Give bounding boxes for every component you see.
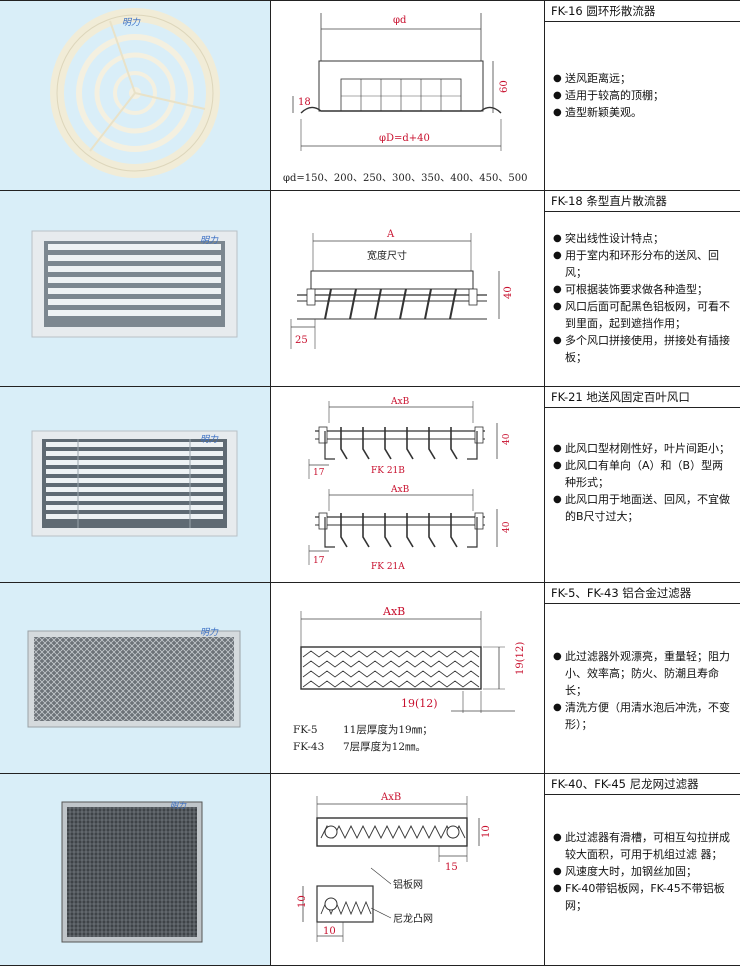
note-desc: 7层厚度为12㎜。 <box>343 741 427 753</box>
dim-40: 40 <box>503 286 514 299</box>
product-photo-fk21: 明力 <box>0 387 271 582</box>
product-row-fk16: 明力 φd 18 60 <box>0 0 740 191</box>
dim-AxB: AxB <box>382 605 405 618</box>
note-desc: 11层厚度为19㎜； <box>343 724 433 736</box>
fk18-drawing: A 宽度尺寸 40 25 <box>290 229 514 349</box>
note-model: FK-5 <box>293 724 318 736</box>
round-diffuser-image: 明力 <box>50 8 220 178</box>
feature-item: 此风口有单向（A）和（B）型两种形式； <box>553 457 734 491</box>
feature-item: 此风口用于地面送、回风，不宜做的B尺寸过大； <box>553 491 734 525</box>
brand-logo: 明力 <box>200 434 219 445</box>
feature-item: 多个风口拼接使用，拼接处有插接板； <box>553 332 734 366</box>
brand-logo: 明力 <box>122 17 141 28</box>
label-aluminum-mesh: 铝板网 <box>393 878 423 891</box>
feature-list-fk40: 此过滤器有滑槽，可相互勾拉拼成较大面积，可用于机组过滤 器； 风速度大时，加钢丝… <box>545 795 740 914</box>
dim-15: 15 <box>445 862 458 873</box>
feature-item: 用于室内和环形分布的送风、回 风； <box>553 247 734 281</box>
fk5-drawing: AxB 19(12) 19(12) <box>300 605 526 713</box>
dim-10-bottom: 10 <box>323 926 336 937</box>
floor-grille-image: 明力 <box>31 430 238 537</box>
dim-18: 18 <box>298 97 311 108</box>
fk5-note: FK-5 11层厚度为19㎜； <box>293 722 433 737</box>
spec-panel-fk40: FK-40、FK-45 尼龙网过滤器 此过滤器有滑槽，可相互勾拉拼成较大面积，可… <box>545 774 740 965</box>
feature-item: 此风口型材刚性好，叶片间距小； <box>553 440 734 457</box>
feature-list-fk18: 突出线性设计特点； 用于室内和环形分布的送风、回 风； 可根据装饰要求做各种造型… <box>545 212 740 366</box>
dim-25: 25 <box>295 335 308 346</box>
dim-60: 60 <box>499 80 510 93</box>
spec-panel-fk5: FK-5、FK-43 铝合金过滤器 此过滤器外观漂亮，重量轻；阻力小、效率高；防… <box>545 583 740 773</box>
dim-phi-D: φD=d+40 <box>379 133 430 144</box>
feature-item: 此过滤器外观漂亮，重量轻；阻力小、效率高；防火、防潮且寿命长； <box>553 648 734 699</box>
feature-list-fk21: 此风口型材刚性好，叶片间距小； 此风口有单向（A）和（B）型两种形式； 此风口用… <box>545 408 740 525</box>
feature-item: 适用于较高的顶棚； <box>553 87 734 104</box>
brand-logo: 明力 <box>200 235 219 246</box>
dim-A: A <box>386 229 395 240</box>
dim-phi-d: φd <box>393 15 407 26</box>
feature-list-fk16: 送风距离远； 适用于较高的顶棚； 造型新颖美观。 <box>545 22 740 121</box>
dimension-drawing-fk16: φd 18 60 φD=d+40 φd=150、200、250、300、3 <box>271 1 545 190</box>
fk40-drawing: AxB 10 15 10 10 <box>297 792 492 942</box>
dimension-drawing-fk40: AxB 10 15 10 10 <box>271 774 545 965</box>
fk16-drawing: φd 18 60 φD=d+40 <box>292 13 510 151</box>
product-row-fk21: 明力 AxB 40 17 FK 21B <box>0 387 740 583</box>
dim-thickness-v: 19(12) <box>515 642 526 675</box>
product-title-fk18: FK-18 条型直片散流器 <box>545 191 740 212</box>
product-row-fk18: 明力 A 宽度尺寸 40 25 <box>0 191 740 387</box>
feature-item: 此过滤器有滑槽，可相互勾拉拼成较大面积，可用于机组过滤 器； <box>553 829 734 863</box>
feature-item: 造型新颖美观。 <box>553 104 734 121</box>
spec-panel-fk16: FK-16 圆环形散流器 送风距离远； 适用于较高的顶棚； 造型新颖美观。 <box>545 1 740 190</box>
feature-item: 突出线性设计特点； <box>553 230 734 247</box>
feature-item: 可根据装饰要求做各种造型； <box>553 281 734 298</box>
feature-item: FK-40带铝板网，FK-45不带铝板网； <box>553 880 734 914</box>
product-title-fk16: FK-16 圆环形散流器 <box>545 1 740 22</box>
dim-17-a: 17 <box>313 556 325 566</box>
dimension-drawing-fk5: AxB 19(12) 19(12) FK-5 11层厚度为19㎜； FK-43 7层… <box>271 583 545 773</box>
brand-logo: 明力 <box>170 801 187 810</box>
spec-panel-fk18: FK-18 条型直片散流器 突出线性设计特点； 用于室内和环形分布的送风、回 风… <box>545 191 740 386</box>
dim-AxB-b: AxB <box>390 397 410 407</box>
dim-AxB: AxB <box>380 792 401 803</box>
feature-item: 清洗方便（用清水泡后冲洗，不变形）； <box>553 699 734 733</box>
product-row-fk5: 明力 AxB 19(12) 19(12) <box>0 583 740 774</box>
label-nylon-mesh: 尼龙凸网 <box>393 912 433 925</box>
fk16-size-note: φd=150、200、250、300、350、400、450、500 <box>283 173 528 184</box>
linear-diffuser-image: 明力 <box>31 230 238 338</box>
product-photo-fk40: 明力 <box>0 774 271 965</box>
dimension-drawing-fk21: AxB 40 17 FK 21B AxB <box>271 387 545 582</box>
fk43-note: FK-43 7层厚度为12㎜。 <box>293 739 426 754</box>
dim-10-left: 10 <box>297 895 308 908</box>
feature-list-fk5: 此过滤器外观漂亮，重量轻；阻力小、效率高；防火、防潮且寿命长； 清洗方便（用清水… <box>545 604 740 733</box>
dimension-drawing-fk18: A 宽度尺寸 40 25 <box>271 191 545 386</box>
dim-17-b: 17 <box>313 468 325 478</box>
label-fk21a: FK 21A <box>371 562 405 572</box>
label-fk21b: FK 21B <box>371 466 405 476</box>
product-photo-fk16: 明力 <box>0 1 271 190</box>
spec-panel-fk21: FK-21 地送风固定百叶风口 此风口型材刚性好，叶片间距小； 此风口有单向（A… <box>545 387 740 582</box>
fk21-drawing: AxB 40 17 FK 21B AxB <box>308 397 512 572</box>
feature-item: 风口后面可配黑色铝板网，可看不到里面，起到遮挡作用； <box>553 298 734 332</box>
dim-40-a: 40 <box>502 521 512 533</box>
brand-logo: 明力 <box>200 627 219 638</box>
product-title-fk21: FK-21 地送风固定百叶风口 <box>545 387 740 408</box>
nylon-filter-image: 明力 <box>61 801 203 943</box>
feature-item: 送风距离远； <box>553 70 734 87</box>
feature-item: 风速度大时，加钢丝加固； <box>553 863 734 880</box>
product-title-fk5: FK-5、FK-43 铝合金过滤器 <box>545 583 740 604</box>
aluminum-filter-image: 明力 <box>27 627 241 728</box>
product-title-fk40: FK-40、FK-45 尼龙网过滤器 <box>545 774 740 795</box>
product-photo-fk5: 明力 <box>0 583 271 773</box>
dim-10-right: 10 <box>481 825 492 838</box>
dim-width-label: 宽度尺寸 <box>367 249 407 262</box>
product-photo-fk18: 明力 <box>0 191 271 386</box>
note-model: FK-43 <box>293 741 325 753</box>
product-row-fk40: 明力 AxB 10 15 <box>0 774 740 966</box>
dim-thickness-h: 19(12) <box>401 697 438 710</box>
dim-40-b: 40 <box>502 433 512 445</box>
dim-AxB-a: AxB <box>390 485 410 495</box>
